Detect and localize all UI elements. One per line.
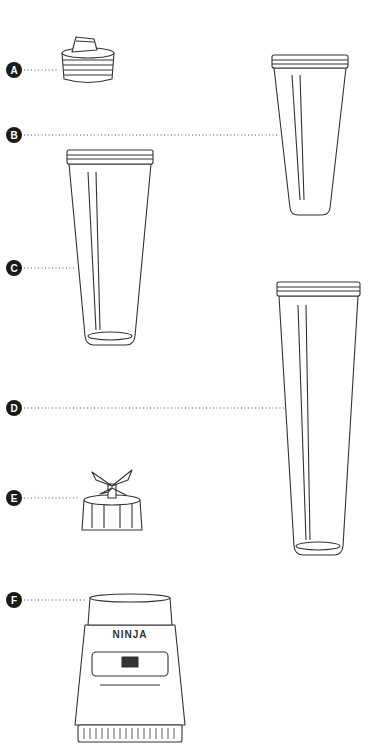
leader-line [24, 498, 80, 499]
cup-medium [67, 150, 153, 345]
cup-large [277, 282, 360, 555]
callout-letter: B [10, 130, 17, 141]
leader-line [24, 408, 284, 409]
callout-letter: A [10, 65, 17, 76]
leader-line [24, 600, 86, 601]
callout-badge [6, 260, 22, 276]
leader-line [24, 135, 277, 136]
callout-badge [6, 592, 22, 608]
cup-small [272, 55, 348, 215]
callout-letter: F [11, 595, 17, 606]
callout-letter: E [11, 493, 18, 504]
blade-assembly [82, 470, 142, 530]
motor-base [75, 594, 185, 742]
callout-badge [6, 127, 22, 143]
callout-letter: D [10, 403, 17, 414]
callout-badges [6, 62, 22, 608]
spout-lid [62, 37, 114, 83]
leader-line [24, 268, 76, 269]
brand-logo: NINJA [112, 629, 147, 640]
leader-lines [24, 70, 284, 600]
callout-badge [6, 400, 22, 416]
callout-badge [6, 62, 22, 78]
callout-badge [6, 490, 22, 506]
callout-letter: C [10, 263, 17, 274]
leader-line [24, 70, 58, 71]
